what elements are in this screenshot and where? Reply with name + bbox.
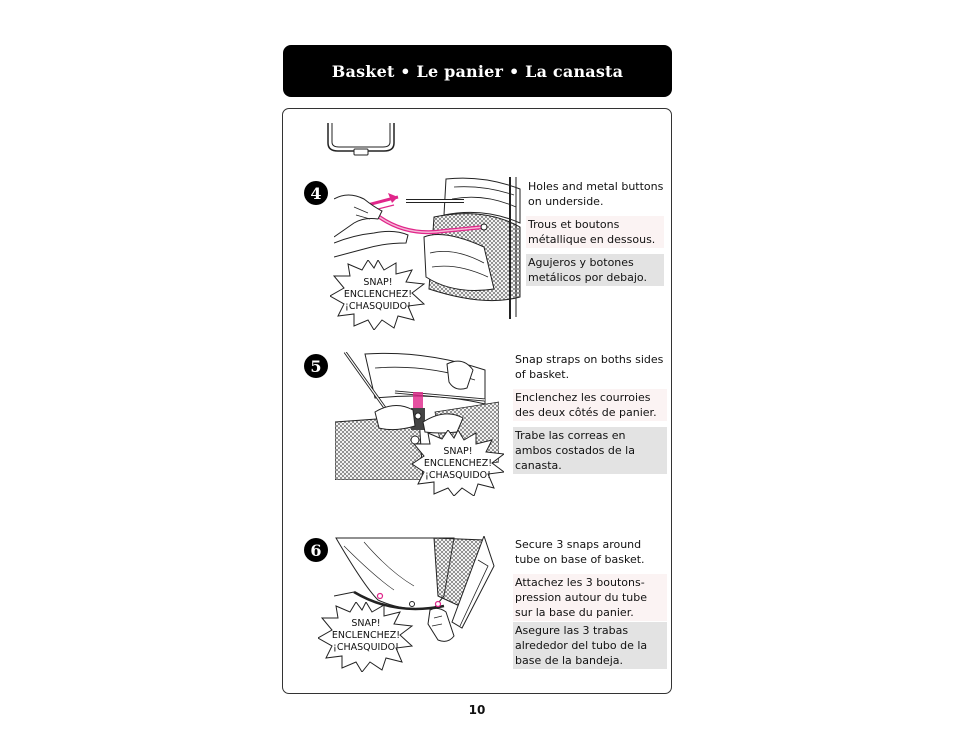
step-6-text-en: Secure 3 snaps around tube on base of ba…	[515, 538, 645, 566]
step-6-number: 6	[304, 538, 328, 562]
step-4-text-en: Holes and metal buttons on underside.	[528, 180, 664, 208]
step-5-text-es: Trabe las correas en ambos costados de l…	[513, 427, 667, 474]
step-5-text-en: Snap straps on boths sides of basket.	[515, 353, 664, 381]
step-5-snap-burst	[412, 430, 504, 496]
step-4-illustration	[334, 177, 521, 319]
basket-handle-illustration	[327, 123, 395, 156]
step-5-illustration	[335, 352, 499, 480]
step-5-snap-text: SNAP! ENCLENCHEZ! ¡CHASQUIDO!	[423, 446, 493, 481]
step-5-number: 5	[304, 354, 328, 378]
step-5-text-fr: Enclenchez les courroies des deux côtés …	[513, 389, 667, 421]
step-6-snap-burst	[318, 602, 414, 672]
step-4-text-fr: Trous et boutons métallique en dessous.	[526, 216, 664, 248]
step-4-snap-burst	[330, 260, 426, 330]
step-4-text-es: Agujeros y botones metálicos por debajo.	[526, 254, 664, 286]
step-6-text-es: Asegure las 3 trabas alrededor del tubo …	[513, 622, 667, 669]
step-4-snap-text: SNAP! ENCLENCHEZ! ¡CHASQUIDO!	[343, 277, 413, 312]
section-header: Basket • Le panier • La canasta	[283, 45, 672, 97]
step-6-snap-text: SNAP! ENCLENCHEZ! ¡CHASQUIDO!	[331, 618, 401, 653]
step-4-number: 4	[304, 181, 328, 205]
step-6-text-fr: Attachez les 3 boutons-pression autour d…	[513, 574, 667, 621]
page-number: 10	[468, 703, 486, 717]
step-6-illustration	[334, 536, 495, 642]
section-title: Basket • Le panier • La canasta	[331, 61, 624, 81]
